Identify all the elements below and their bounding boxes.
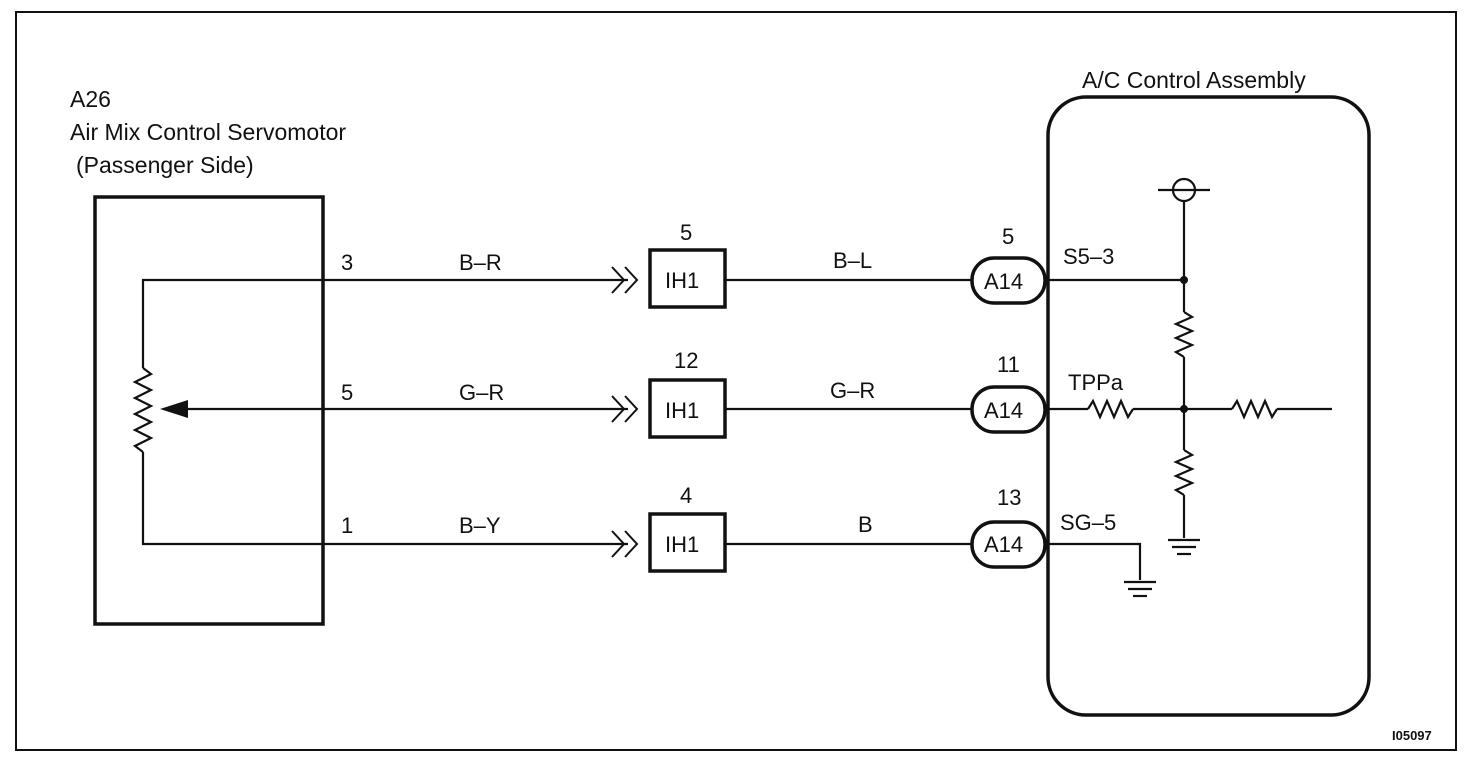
- connector-1-label: A14: [984, 269, 1023, 294]
- servomotor-code: A26: [70, 86, 111, 112]
- junction-3-label: IH1: [665, 532, 699, 557]
- connector-3-pin: 13: [997, 485, 1021, 510]
- servomotor-pin-3: 3: [341, 250, 353, 275]
- terminal-sg-5: SG–5: [1060, 510, 1116, 535]
- ac-control-box: [1046, 95, 1371, 717]
- wiper-arrow-icon: [160, 400, 188, 418]
- connector-3-label: A14: [984, 532, 1023, 557]
- wire-row-1: [325, 248, 1185, 309]
- terminal-s5-3: S5–3: [1063, 244, 1114, 269]
- wire-1-right-color: B–L: [833, 248, 872, 273]
- connector-2-pin: 11: [997, 352, 1020, 377]
- terminal-tppa: TPPa: [1068, 370, 1124, 395]
- servomotor-box: [93, 195, 325, 626]
- wire-3-right-color: B: [858, 512, 873, 537]
- connector-2-label: A14: [984, 398, 1023, 423]
- internal-circuit: [1045, 177, 1332, 598]
- servomotor-pin-5: 5: [341, 380, 353, 405]
- junction-1-pin: 5: [680, 220, 692, 245]
- junction-3-pin: 4: [680, 483, 692, 508]
- junction-1-label: IH1: [665, 268, 699, 293]
- ac-control-title: A/C Control Assembly: [1082, 67, 1306, 93]
- servomotor-name: Air Mix Control Servomotor: [70, 119, 346, 145]
- servomotor-pin-1: 1: [341, 513, 353, 538]
- wire-2-right-color: G–R: [830, 378, 875, 403]
- junction-2-pin: 12: [674, 348, 698, 373]
- wire-2-left-color: G–R: [459, 380, 504, 405]
- wire-3-left-color: B–Y: [459, 513, 501, 538]
- diagram-frame: [15, 11, 1457, 751]
- figure-id: I05097: [1392, 728, 1432, 743]
- ground-icon: [1124, 580, 1156, 598]
- servomotor-side: (Passenger Side): [76, 152, 254, 178]
- wire-row-3: [325, 512, 1047, 573]
- ground-icon: [1168, 538, 1200, 556]
- junction-2-label: IH1: [665, 398, 699, 423]
- wire-1-left-color: B–R: [459, 250, 502, 275]
- potentiometer: [132, 278, 325, 546]
- connector-1-pin: 5: [1002, 224, 1014, 249]
